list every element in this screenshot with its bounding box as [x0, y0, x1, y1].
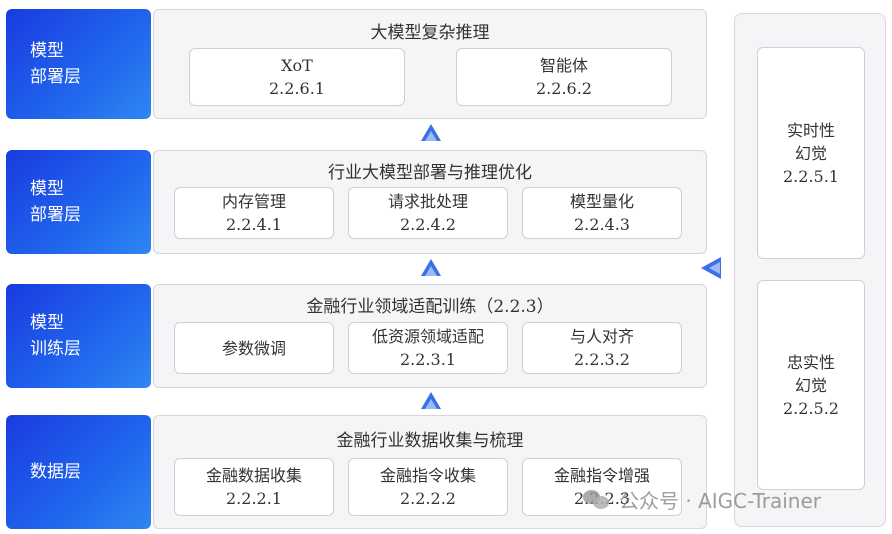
box-financial-data-collection[interactable]: 金融数据收集 2.2.2.1: [174, 458, 334, 516]
panel-title: 金融行业领域适配训练（2.2.3）: [306, 297, 554, 317]
box-name: 低资源领域适配: [371, 327, 484, 346]
box-name: 金融指令增强: [553, 466, 650, 485]
box-name: 智能体: [539, 56, 588, 75]
box-model-quantization[interactable]: 模型量化 2.2.4.3: [522, 187, 682, 239]
layer-label-deploy-top: 模型 部署层: [6, 9, 151, 119]
panel-title: 大模型复杂推理: [370, 23, 490, 43]
box-request-batching[interactable]: 请求批处理 2.2.4.2: [348, 187, 508, 239]
box-name: 模型量化: [569, 192, 634, 211]
box-faithfulness-hallucination[interactable]: 忠实性 幻觉 2.2.5.2: [757, 280, 865, 490]
panel-title: 行业大模型部署与推理优化: [328, 163, 532, 183]
panel-complex-reasoning: 大模型复杂推理 XoT 2.2.6.1 智能体 2.2.6.2: [153, 9, 707, 119]
panel-hallucination: 实时性 幻觉 2.2.5.1 忠实性 幻觉 2.2.5.2: [734, 13, 886, 527]
panel-title: 金融行业数据收集与梳理: [336, 431, 524, 451]
box-name: 内存管理: [221, 192, 286, 211]
layer-label-line2: 训练层: [30, 339, 81, 359]
panel-data-collection: 金融行业数据收集与梳理 金融数据收集 2.2.2.1 金融指令收集 2.2.2.…: [153, 415, 707, 529]
layer-label-line1: 模型: [30, 313, 64, 333]
box-name: 金融指令收集: [379, 466, 476, 485]
watermark: 公众号 · AIGC-Trainer: [583, 483, 883, 515]
box-name-line2: 幻觉: [794, 143, 827, 163]
arrow-up-icon: [421, 259, 441, 276]
box-parameter-finetuning[interactable]: 参数微调: [174, 322, 334, 374]
box-name: 参数微调: [221, 338, 286, 358]
box-name: 请求批处理: [387, 192, 468, 211]
box-agent[interactable]: 智能体 2.2.6.2: [456, 48, 672, 106]
box-code: 2.2.4.1: [226, 215, 282, 234]
layer-label-line2: 部署层: [30, 205, 81, 225]
wechat-icon: [583, 488, 611, 510]
box-low-resource-adaptation[interactable]: 低资源领域适配 2.2.3.1: [348, 322, 508, 374]
box-code: 2.2.2.1: [226, 489, 282, 508]
box-name-line1: 实时性: [786, 120, 835, 140]
box-name-line1: 忠实性: [786, 352, 835, 372]
panel-deploy-inference: 行业大模型部署与推理优化 内存管理 2.2.4.1 请求批处理 2.2.4.2 …: [153, 150, 707, 254]
box-code: 2.2.4.2: [400, 215, 456, 234]
layer-label-deploy: 模型 部署层: [6, 150, 151, 254]
box-name-line2: 幻觉: [794, 375, 827, 395]
box-name: XoT: [281, 56, 313, 75]
box-code: 2.2.2.2: [400, 489, 456, 508]
box-human-alignment[interactable]: 与人对齐 2.2.3.2: [522, 322, 682, 374]
watermark-text: 公众号 · AIGC-Trainer: [619, 488, 822, 513]
box-code: 2.2.6.1: [269, 79, 325, 98]
box-code: 2.2.6.2: [536, 79, 592, 98]
arrow-up-icon: [421, 124, 441, 141]
layer-label-training: 模型 训练层: [6, 284, 151, 388]
panel-domain-training: 金融行业领域适配训练（2.2.3） 参数微调 低资源领域适配 2.2.3.1 与…: [153, 284, 707, 388]
layer-label-data: 数据层: [6, 415, 151, 529]
box-memory-management[interactable]: 内存管理 2.2.4.1: [174, 187, 334, 239]
arrow-left-icon: [701, 257, 721, 279]
layer-label-line2: 部署层: [30, 67, 81, 87]
box-financial-instruction-collection[interactable]: 金融指令收集 2.2.2.2: [348, 458, 508, 516]
layer-label-line2: 数据层: [30, 462, 81, 482]
layer-label-line1: 模型: [30, 179, 64, 199]
box-realtime-hallucination[interactable]: 实时性 幻觉 2.2.5.1: [757, 47, 865, 259]
box-name: 与人对齐: [569, 327, 634, 346]
box-code: 2.2.5.1: [783, 166, 839, 186]
box-name: 金融数据收集: [205, 466, 302, 485]
box-code: 2.2.3.1: [400, 350, 456, 369]
box-xot[interactable]: XoT 2.2.6.1: [189, 48, 405, 106]
layer-label-line1: 模型: [30, 41, 64, 61]
box-code: 2.2.4.3: [574, 215, 630, 234]
box-code: 2.2.5.2: [783, 398, 839, 418]
box-code: 2.2.3.2: [574, 350, 630, 369]
arrow-up-icon: [421, 392, 441, 409]
